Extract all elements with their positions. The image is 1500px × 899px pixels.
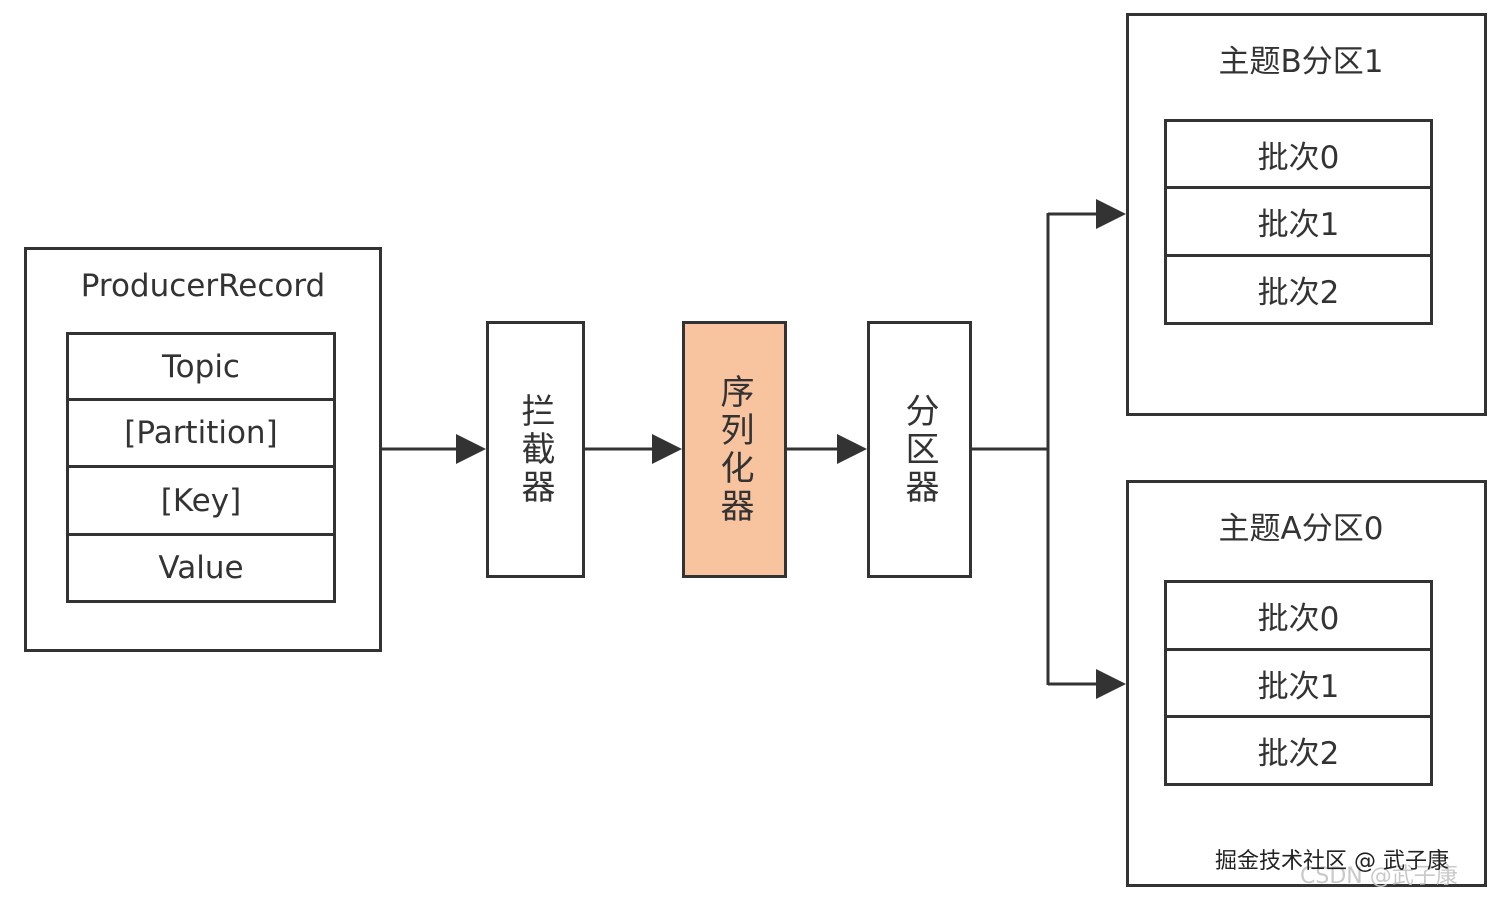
partitioner-box: 分区器 bbox=[867, 321, 972, 578]
partitioner-label: 分区器 bbox=[899, 392, 939, 507]
partition-b1-batch-2: 批次2 bbox=[1164, 254, 1433, 325]
partition-b1-batch-1: 批次1 bbox=[1164, 186, 1433, 257]
watermark-text: 掘金技术社区 @ 武子康 bbox=[1215, 849, 1449, 874]
partition-b1-batch-0: 批次0 bbox=[1164, 119, 1433, 189]
partition-b1-title: 主题B分区1 bbox=[1218, 44, 1384, 80]
partition-a0-batch-1: 批次1 bbox=[1164, 648, 1433, 718]
record-field-value: Value bbox=[66, 533, 336, 603]
serializer-label: 序列化器 bbox=[714, 373, 754, 526]
interceptor-label: 拦截器 bbox=[515, 392, 555, 507]
serializer-box: 序列化器 bbox=[682, 321, 787, 578]
partition-a0-title: 主题A分区0 bbox=[1218, 511, 1384, 547]
interceptor-box: 拦截器 bbox=[486, 321, 585, 578]
record-field-key: [Key] bbox=[66, 465, 336, 536]
partition-a0-batch-2: 批次2 bbox=[1164, 715, 1433, 786]
record-field-topic: Topic bbox=[66, 332, 336, 401]
producer-record-title: ProducerRecord bbox=[80, 268, 326, 304]
record-field-partition: [Partition] bbox=[66, 398, 336, 468]
partition-a0-batch-0: 批次0 bbox=[1164, 580, 1433, 651]
watermark-ghost-text: CSDN @武子康 bbox=[1300, 864, 1458, 889]
